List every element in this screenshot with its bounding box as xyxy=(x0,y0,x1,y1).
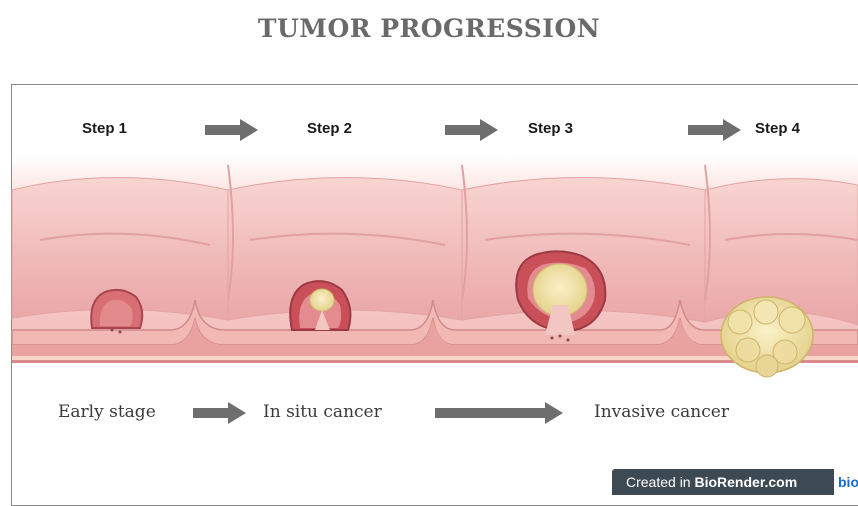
biorender-logo: bio xyxy=(834,469,858,495)
stage-early-label: Early stage xyxy=(58,402,156,422)
step-arrows xyxy=(205,119,741,141)
step-4-label: Step 4 xyxy=(755,120,800,137)
watermark-prefix: Created in xyxy=(626,474,691,490)
tumor-early xyxy=(91,290,142,334)
stage-invasive-label: Invasive cancer xyxy=(594,402,729,422)
arrow-icon xyxy=(445,119,498,141)
tumor-metastatic xyxy=(721,297,813,377)
arrow-icon xyxy=(688,119,741,141)
biorender-watermark[interactable]: Created in BioRender.com bio xyxy=(612,469,858,495)
stage-in-situ-label: In situ cancer xyxy=(263,402,382,422)
arrow-icon xyxy=(205,119,258,141)
step-2-label: Step 2 xyxy=(307,120,352,137)
arrow-icon xyxy=(193,402,246,424)
tumor-in-situ xyxy=(290,281,350,330)
watermark-brand: BioRender.com xyxy=(694,474,797,490)
step-1-label: Step 1 xyxy=(82,120,127,137)
step-3-label: Step 3 xyxy=(528,120,573,137)
arrow-icon xyxy=(435,402,563,424)
